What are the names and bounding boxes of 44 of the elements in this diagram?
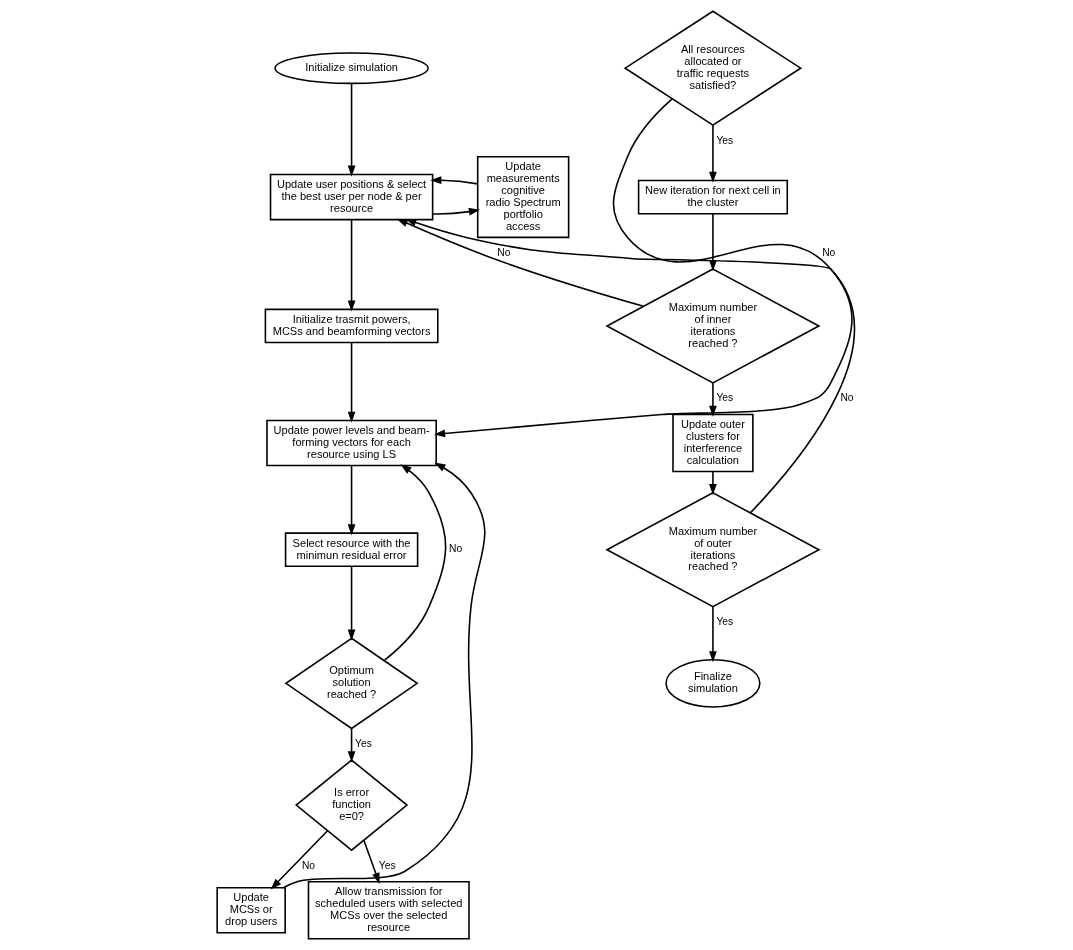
edge-label: Yes [715,134,733,146]
arrow [383,464,446,662]
node-box: Allow transmission for scheduled users with selected MCSs over the selected resource [307,881,470,940]
arrow [404,218,855,514]
node-box: Update user positions & select the best user per node & per resource [269,173,433,221]
node-box: New iteration for next cell in the cluster [637,179,788,215]
node-box: Update power levels and beam-forming vectors for each resource using LS [265,419,437,467]
node-ellipse: Initialize simulation [273,52,429,85]
arrow [708,470,717,495]
node-diamond: All resources allocated or traffic requests satisfied? [623,10,802,127]
arrow [347,82,355,177]
arrow [396,218,644,307]
arrow [347,727,355,763]
arrow [282,462,485,889]
node-box: Update outer clusters for interference calculation [671,413,754,473]
node-box: Initialize trasmit powers, MCSs and beamforming vectors [264,308,439,344]
arrow [347,464,355,536]
edge-label: No [839,392,854,404]
edge-label: Yes [715,392,733,404]
node-diamond: Is error function e=0? [294,759,408,852]
arrow [347,342,355,423]
arrow [708,382,717,417]
edge-label: Yes [354,737,372,749]
node-diamond: Maximum number of inner iterations reached ? [604,268,821,384]
node-box: Select resource with the minimun residual error [284,532,418,568]
arrow [347,218,355,312]
arrow [708,124,717,183]
edge-label: No [448,543,462,555]
node-box: Update MCSs or drop users [215,886,286,934]
node-diamond: Maximum number of outer iterations reached ? [604,491,821,608]
arrow [270,829,328,890]
edge-label: No [496,246,510,258]
arrow [429,176,478,185]
arrow [708,606,717,663]
arrow [431,207,480,216]
edge-label: Yes [378,859,396,871]
edge-label: No [301,859,315,871]
node-diamond: Optimum solution reached ? [284,637,419,730]
node-box: Update measurements cognitive radio Spectrum portfolio access [476,155,569,239]
arrow [433,98,853,438]
edge-label: Yes [715,616,733,628]
arrow [347,565,355,641]
node-ellipse: Finalize simulation [664,658,761,708]
edge-label: No [821,246,835,258]
